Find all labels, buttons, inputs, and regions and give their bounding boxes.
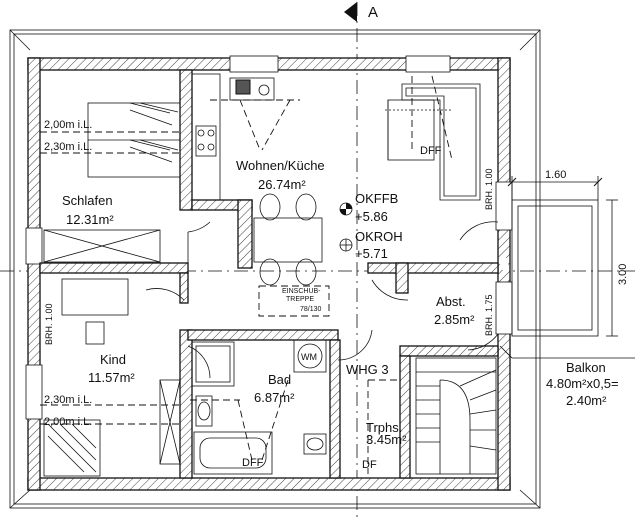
balkon-dim-width: 1.60	[545, 169, 566, 181]
einschub-line3: 78/130	[300, 306, 322, 313]
einschub-line1: EINSCHUB-	[282, 288, 321, 295]
kind-desk	[43, 278, 181, 477]
room-abst-name: Abst.	[436, 294, 466, 309]
sofa: DFF	[385, 75, 481, 201]
room-schlafen-name: Schlafen	[62, 193, 113, 208]
room-bad-area: 6.87m²	[254, 390, 295, 405]
room-kind-area: 11.57m²	[88, 370, 135, 385]
wm-label: WM	[301, 352, 317, 362]
level-symbols: OKFFB +5.86 OKROH +5.71	[339, 191, 403, 261]
exterior-walls	[25, 55, 513, 491]
room-bad-name: Bad	[268, 372, 291, 387]
section-letter: A	[368, 4, 378, 21]
okroh-value: +5.71	[355, 246, 388, 261]
brh-kind: BRH. 1.00	[44, 303, 54, 345]
dff-bath: DFF	[242, 457, 264, 469]
room-trphs-area: 3.45m²	[366, 432, 407, 447]
bathroom-fixtures: WM DFF	[190, 339, 327, 475]
room-abst-area: 2.85m²	[434, 312, 475, 327]
okroh-label: OKROH	[355, 229, 403, 244]
brh-wohnen: BRH. 1.00	[484, 168, 494, 210]
room-schlafen-area: 12.31m²	[66, 212, 114, 227]
staircase: DF	[362, 357, 497, 475]
room-wohnen-area: 26.74m²	[258, 177, 306, 192]
roof-outline	[9, 29, 541, 509]
dff-kitchen: DFF	[420, 145, 442, 157]
kitchen-unit	[191, 73, 300, 201]
einschub-line2: TREPPE	[286, 296, 314, 303]
room-whg: WHG 3	[346, 362, 389, 377]
okffb-value: +5.86	[355, 209, 388, 224]
balkon-area: 2.40m²	[566, 393, 607, 408]
balkon-calc: 4.80m²x0,5=	[546, 376, 619, 391]
dining-set	[253, 193, 323, 286]
height-lines: 2,00m i.L. 2,30m i.L. 2,30m i.L. 2,00m i…	[40, 119, 180, 428]
okffb-label: OKFFB	[355, 191, 398, 206]
room-wohnen-name: Wohnen/Küche	[236, 158, 325, 173]
height-schlafen-200: 2,00m i.L.	[44, 119, 92, 131]
height-kind-230: 2,30m i.L.	[44, 394, 92, 406]
df-stair: DF	[362, 459, 377, 471]
balkon-name: Balkon	[566, 360, 606, 375]
height-schlafen-230: 2,30m i.L.	[44, 141, 92, 153]
attic-stair-hatch: EINSCHUB- TREPPE 78/130	[258, 285, 330, 317]
double-bed	[87, 102, 181, 178]
doors	[145, 221, 499, 379]
balkon-dim-depth: 3.00	[617, 264, 629, 285]
room-kind-name: Kind	[100, 352, 126, 367]
brh-abst: BRH. 1.75	[484, 294, 494, 336]
section-marker: A	[344, 2, 378, 520]
balcony: 1.60 3.00	[499, 169, 635, 359]
wardrobe	[43, 229, 161, 263]
height-kind-200: 2,00m i.L.	[44, 416, 92, 428]
room-trphs-name: Trphs.	[366, 420, 402, 435]
interior-walls	[39, 69, 508, 479]
